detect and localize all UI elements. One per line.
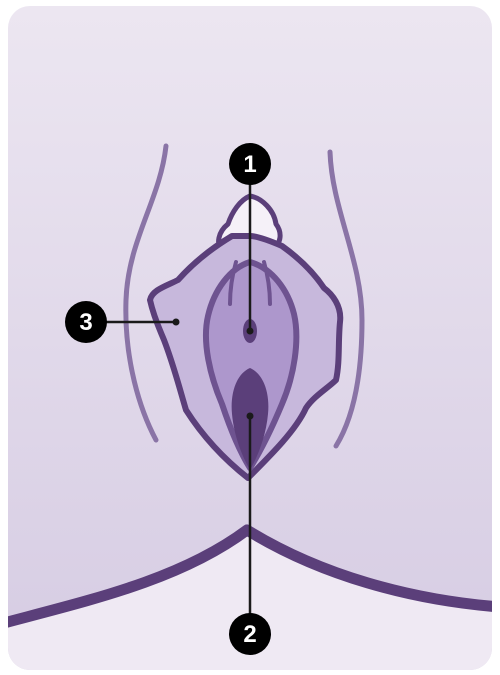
marker-2: 2 <box>229 613 271 655</box>
marker-3: 3 <box>65 301 107 343</box>
leader-dot-3 <box>173 319 180 326</box>
marker-3-label: 3 <box>79 309 92 336</box>
leader-dot-1 <box>247 328 254 335</box>
leader-dot-2 <box>247 413 254 420</box>
marker-1-label: 1 <box>243 151 256 178</box>
marker-2-label: 2 <box>243 621 256 648</box>
marker-1: 1 <box>229 143 271 185</box>
